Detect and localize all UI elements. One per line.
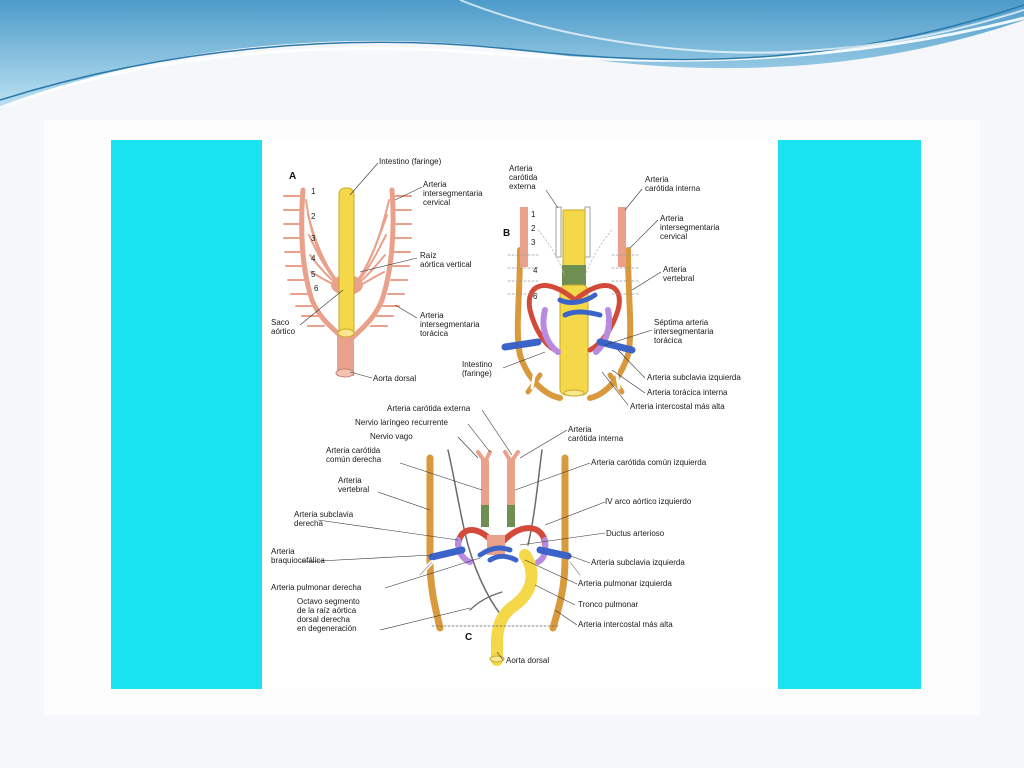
- label-comun-derecha: Arteria carótida común derecha: [326, 446, 382, 464]
- label-carotida-interna-b: Arteria carótida interna: [645, 175, 701, 193]
- arch-number: 4: [533, 266, 538, 275]
- label-subclavia-izquierda-c: Arteria subclavia izquierda: [591, 558, 685, 567]
- arch-number: 1: [531, 210, 536, 219]
- label-braquiocefalica: Arteria braquiocefálica: [271, 547, 325, 565]
- arch-number: 6: [314, 284, 319, 293]
- label-toracica-interna: Arteria torácica interna: [647, 388, 728, 397]
- label-subclavia-derecha: Arteria subclavia derecha: [294, 510, 354, 528]
- label-carotida-externa-b: Arteria carótida externa: [509, 164, 538, 191]
- label-pulmonar-derecha: Arteria pulmonar derecha: [271, 583, 362, 592]
- label-aorta-dorsal-c: Aorta dorsal: [506, 656, 550, 665]
- label-saco-aortico: Saco aórtico: [271, 318, 296, 336]
- label-ductus-arterioso: Ductus arterioso: [606, 529, 665, 538]
- label-vertebral-b: Arteria vertebral: [663, 265, 695, 283]
- arch-number: 2: [531, 224, 536, 233]
- header-wave-decoration: [0, 0, 1024, 110]
- arch-number: 3: [531, 238, 536, 247]
- panel-label-c: C: [465, 632, 473, 643]
- label-intersegmentaria-cervical: Arteria intersegmentaria cervical: [423, 180, 483, 207]
- left-cyan-bar: [111, 140, 262, 689]
- panel-label-b: B: [503, 228, 511, 239]
- label-octavo-segmento: Octavo segmento de la raíz aórtica dorsa…: [297, 597, 360, 633]
- label-intestino-faringe: Intestino (faringe): [379, 157, 442, 166]
- leader-lines: [299, 162, 662, 661]
- label-intersegmentaria-cervical-b: Arteria intersegmentaria cervical: [660, 214, 720, 241]
- arch-number: 3: [311, 234, 316, 243]
- label-vertebral-c: Arteria vertebral: [338, 476, 370, 494]
- label-intercostal-b: Arteria intercostal más alta: [630, 402, 725, 411]
- label-intersegmentaria-toracica: Arteria intersegmentaria torácica: [420, 311, 480, 338]
- label-septima: Séptima arteria intersegmentaria torácic…: [654, 318, 714, 345]
- label-intercostal-c: Arteria intercostal más alta: [578, 620, 673, 629]
- label-carotida-externa-c: Arteria carótida externa: [387, 404, 471, 413]
- label-pulmonar-izquierda: Arteria pulmonar izquierda: [578, 579, 672, 588]
- panel-label-a: A: [289, 171, 297, 182]
- right-cyan-bar: [778, 140, 921, 689]
- arch-number: 4: [311, 254, 316, 263]
- label-laringeo-recurrente: Nervio laríngeo recurrente: [355, 418, 448, 427]
- label-subclavia-izquierda-b: Arteria subclavia izquierda: [647, 373, 741, 382]
- panel-a-drawing: [283, 187, 412, 378]
- label-aorta-dorsal-a: Aorta dorsal: [373, 374, 417, 383]
- arch-number: 6: [533, 292, 538, 301]
- label-nervio-vago: Nervio vago: [370, 432, 413, 441]
- arch-number: 2: [311, 212, 316, 221]
- label-comun-izquierda: Arteria carótida común izquierda: [591, 458, 707, 467]
- label-carotida-interna-c: Arteria carótida interna: [568, 425, 624, 443]
- arch-number: 1: [311, 187, 316, 196]
- label-tronco-pulmonar: Tronco pulmonar: [578, 600, 639, 609]
- panel-b-drawing: [501, 206, 641, 401]
- label-raiz-aortica-vertical: Raíz aórtica vertical: [420, 251, 472, 269]
- label-arco-iv: IV arco aórtico izquierdo: [605, 497, 692, 506]
- arch-number: 5: [311, 270, 316, 279]
- panel-c-drawing: [418, 449, 582, 666]
- label-intestino-b: Intestino (faringe): [462, 360, 493, 378]
